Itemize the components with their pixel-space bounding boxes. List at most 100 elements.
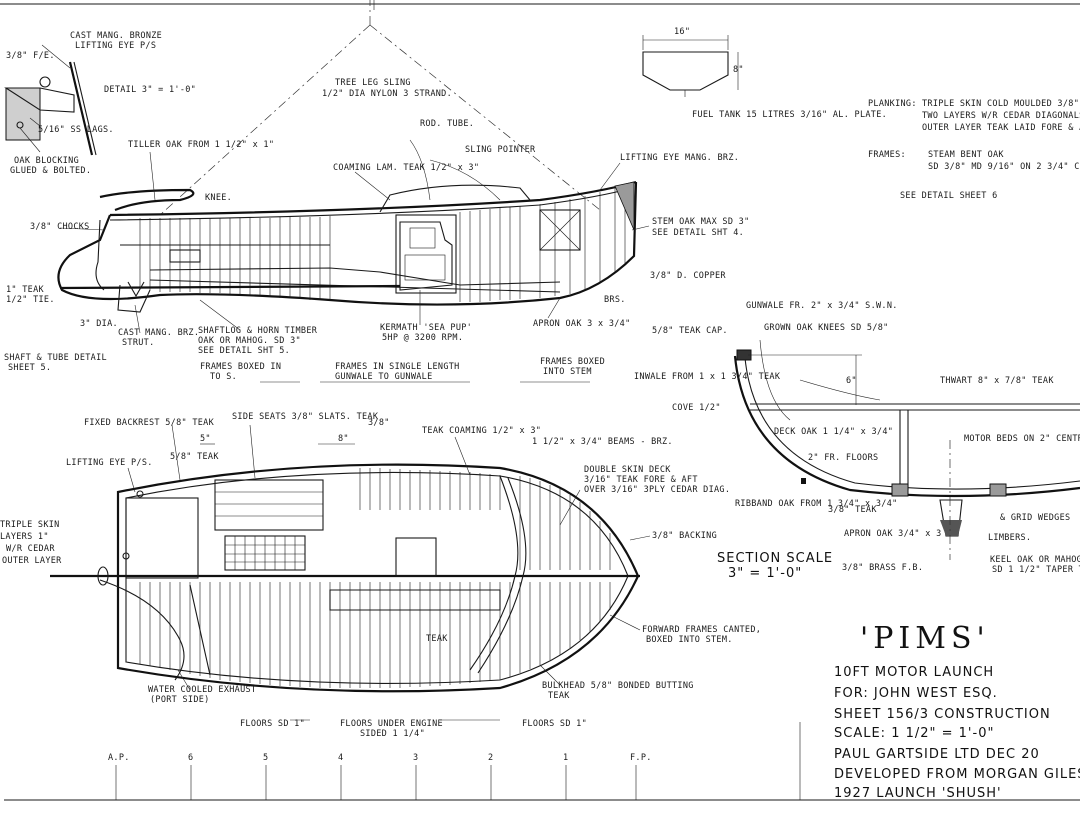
section-ridge: & GRID WEDGES: [1000, 513, 1070, 523]
plan-dim-5: 5": [200, 434, 211, 444]
station-6: 6: [188, 753, 193, 763]
station-4: 4: [338, 753, 343, 763]
note-nylon: 1/2" DIA NYLON 3 STRAND.: [322, 89, 452, 99]
detail-scale-label: DETAIL 3" = 1'-0": [104, 85, 196, 95]
detail-oak-blocking-1: OAK BLOCKING: [14, 156, 79, 166]
midship-section-view: [733, 339, 1080, 560]
title-line-5: PAUL GARTSIDE LTD DEC 20: [834, 747, 1040, 762]
detail-oak-blocking-2: GLUED & BOLTED.: [10, 166, 91, 176]
station-1: 1: [563, 753, 568, 763]
plan-floors-mid-2: SIDED 1 1/4": [360, 729, 425, 739]
plan-skin-3: W/R CEDAR: [6, 544, 55, 554]
plan-lifting-eye: LIFTING EYE P/S.: [66, 458, 153, 468]
section-teak-cap: 5/8" TEAK CAP.: [652, 326, 728, 336]
section-gunwale: GUNWALE FR. 2" x 3/4" S.W.N.: [746, 301, 898, 311]
spec-frames-2: SD 3/8" MD 9/16" ON 2 3/4" CENTRES: [928, 162, 1080, 172]
detail-bronze-note-1: CAST MANG. BRONZE: [70, 31, 162, 41]
plan-bulkhead-2: TEAK: [548, 691, 570, 701]
note-teak-2: 1/2" TIE.: [6, 295, 55, 305]
note-apron: APRON OAK 3 x 3/4": [533, 319, 631, 329]
plan-plank-lines: [139, 468, 611, 688]
title-block: 'PIMS' 10FT MOTOR LAUNCH FOR: JOHN WEST …: [799, 621, 1080, 801]
note-sling-pointer: SLING POINTER: [465, 145, 536, 155]
section-keel-1: KEEL OAK OR MAHOG.: [990, 555, 1080, 565]
section-teak-3-8: 3/8" TEAK: [828, 505, 877, 515]
station-3: 3: [413, 753, 418, 763]
plan-bulkhead-1: BULKHEAD 5/8" BONDED BUTTING: [542, 681, 694, 691]
section-keel-2: SD 1 1/2" TAPER TO 1": [992, 565, 1080, 575]
boat-name: 'PIMS': [860, 621, 990, 656]
plan-deck-1: DOUBLE SKIN DECK: [584, 465, 671, 475]
title-line-2: FOR: JOHN WEST ESQ.: [834, 686, 998, 701]
fuel-tank-height: 8": [733, 65, 744, 75]
detail-lags-note: 5/16" SS LAGS.: [38, 125, 114, 135]
plan-forward-frames-2: BOXED INTO STEM.: [646, 635, 733, 645]
note-frames-single-1: FRAMES IN SINGLE LENGTH: [335, 362, 460, 372]
station-ticks: [115, 765, 637, 800]
plan-teak: TEAK: [426, 634, 448, 644]
note-tree-leg: TREE LEG SLING: [335, 78, 411, 88]
note-frames-single-2: GUNWALE TO GUNWALE: [335, 372, 433, 382]
note-frames-boxed-2: INTO STEM: [543, 367, 592, 377]
plan-floors-right: FLOORS SD 1": [522, 719, 587, 729]
note-shaftlog-3: SEE DETAIL SHT 5.: [198, 346, 290, 356]
plan-forward-frames-1: FORWARD FRAMES CANTED,: [642, 625, 761, 635]
section-ribband: RIBBAND OAK FROM 1 3/4" x 3/4": [735, 499, 898, 509]
fuel-tank-drawing: [642, 35, 739, 97]
section-thwart: THWART 8" x 7/8" TEAK: [940, 376, 1054, 386]
section-scale-label-2: 3" = 1'-0": [728, 566, 802, 581]
plan-floors-left: FLOORS SD 1": [240, 719, 305, 729]
plan-floors-mid-1: FLOORS UNDER ENGINE: [340, 719, 443, 729]
plan-leaders: [127, 424, 651, 721]
section-cove: COVE 1/2": [672, 403, 721, 413]
plan-teak-5-8: 5/8" TEAK: [170, 452, 219, 462]
spec-planking-label: PLANKING:: [868, 99, 917, 109]
spec-frames-1: STEAM BENT OAK: [928, 150, 1004, 160]
note-shaft-1: SHAFT & TUBE DETAIL: [4, 353, 107, 363]
station-2: 2: [488, 753, 493, 763]
note-engine-1: KERMATH 'SEA PUP': [380, 323, 472, 333]
title-line-1: 10FT MOTOR LAUNCH: [834, 665, 994, 680]
plan-backrest: FIXED BACKREST 5/8" TEAK: [84, 418, 215, 428]
plan-skin-4: OUTER LAYER: [2, 556, 62, 566]
title-line-7: 1927 LAUNCH 'SHUSH': [834, 786, 1002, 801]
note-stem: STEM OAK MAX SD 3": [652, 217, 750, 227]
note-dia: 3" DIA.: [80, 319, 118, 329]
section-apron: APRON OAK 3/4" x 3: [844, 529, 942, 539]
plan-exhaust-2: (PORT SIDE): [150, 695, 210, 705]
fuel-tank-width: 16": [674, 27, 690, 37]
note-rod: ROD. TUBE.: [420, 119, 474, 129]
note-engine-2: 5HP @ 3200 RPM.: [382, 333, 463, 343]
title-line-3: SHEET 156/3 CONSTRUCTION: [834, 707, 1051, 722]
detail-bronze-note-2: LIFTING EYE P/S: [75, 41, 156, 51]
station-5: 5: [263, 753, 268, 763]
plan-deck-2: 3/16" TEAK FORE & AFT: [584, 475, 698, 485]
note-brs: BRS.: [604, 295, 626, 305]
section-scale-label-1: SECTION SCALE: [717, 551, 833, 566]
plan-skin-1: TRIPLE SKIN: [0, 520, 60, 530]
detail-frame-note: 3/8" F/E.: [6, 51, 55, 61]
note-coaming: COAMING LAM. TEAK 1/2" x 3": [333, 163, 479, 173]
spec-frames-label: FRAMES:: [868, 150, 906, 160]
section-brass: 3/8" BRASS F.B.: [842, 563, 923, 573]
lifting-sling-lines: [159, 0, 601, 216]
note-frames-boxed-1: FRAMES BOXED: [540, 357, 605, 367]
note-chocks: 3/8" CHOCKS: [30, 222, 90, 232]
plan-backing: 3/8" BACKING: [652, 531, 717, 541]
station-fp: F.P.: [630, 753, 652, 763]
section-deck-oak: DECK OAK 1 1/4" x 3/4": [774, 427, 893, 437]
spec-planking-1: TRIPLE SKIN COLD MOULDED 3/8" TOTAL: [922, 99, 1080, 109]
note-floors-1: FRAMES BOXED IN: [200, 362, 281, 372]
spec-see-detail: SEE DETAIL SHEET 6: [900, 191, 998, 201]
section-inwale: INWALE FROM 1 x 1 3/4" TEAK: [634, 372, 781, 382]
plan-dim-3-8: 3/8": [368, 418, 390, 428]
note-knee: KNEE.: [205, 193, 232, 203]
spec-planking-2: TWO LAYERS W/R CEDAR DIAGONALS: [922, 111, 1080, 121]
plan-exhaust-1: WATER COOLED EXHAUST: [148, 685, 256, 695]
lifting-eye-detail: [4, 44, 97, 156]
plan-beams: 1 1/2" x 3/4" BEAMS - BRZ.: [532, 437, 673, 447]
note-shaftlog-2: OAK OR MAHOG. SD 3": [198, 336, 301, 346]
plan-deck-3: OVER 3/16" 3PLY CEDAR DIAG.: [584, 485, 730, 495]
